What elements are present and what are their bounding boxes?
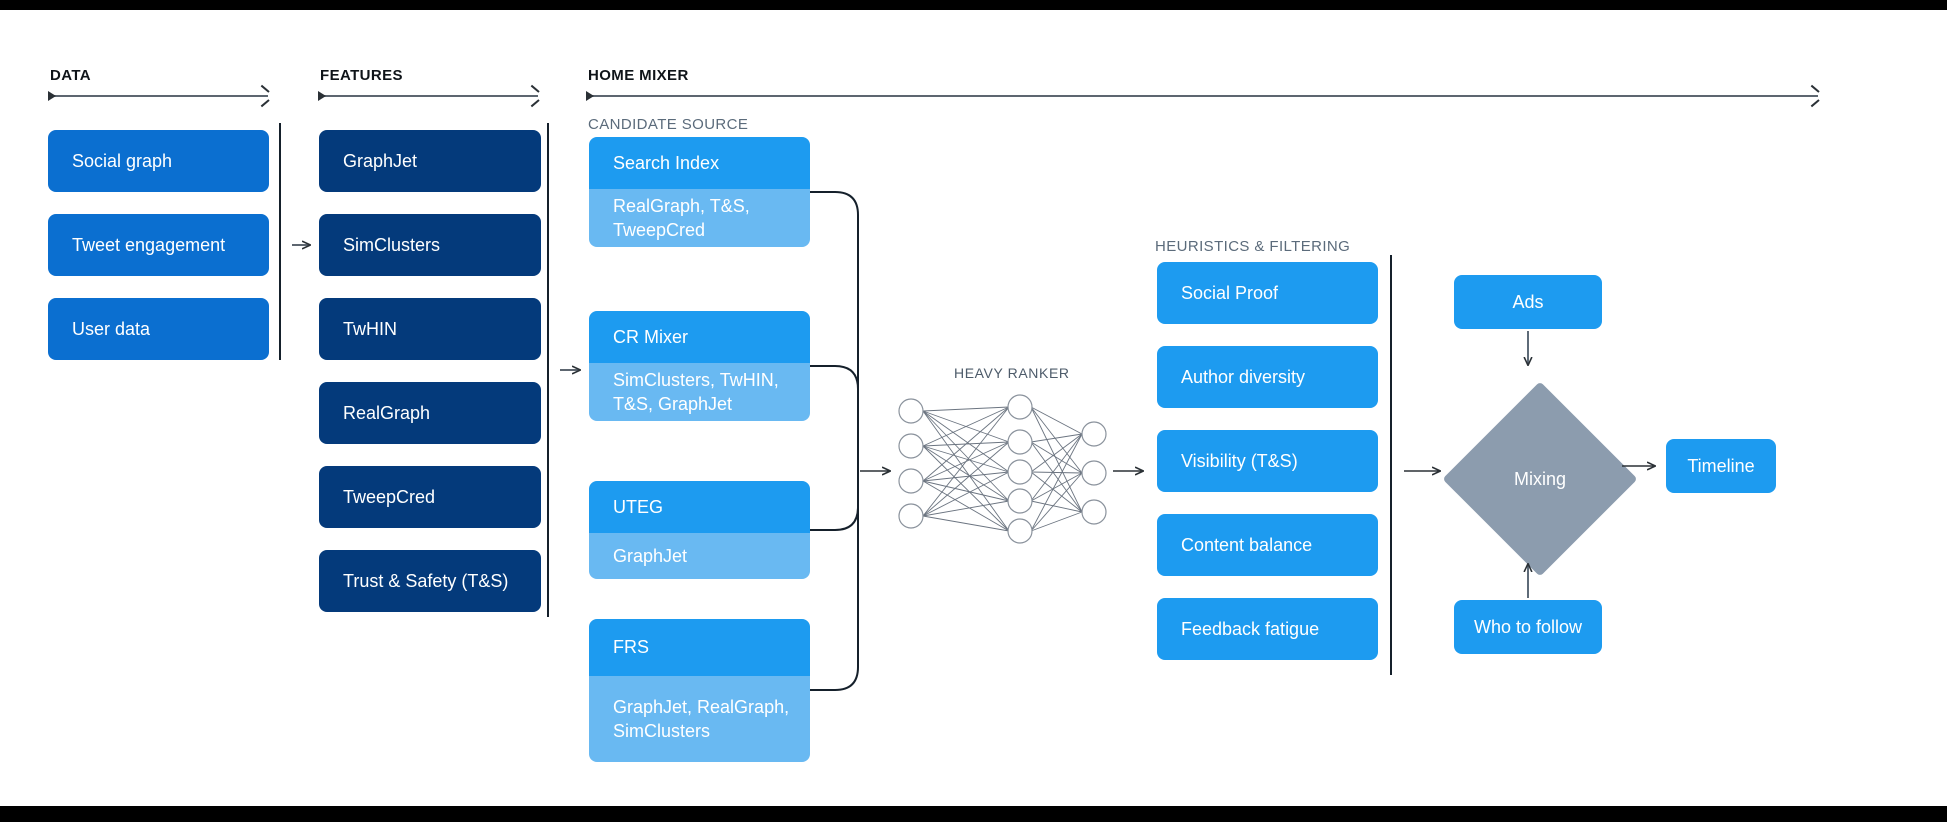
diagram-canvas: DATA FEATURES HOME MIXER CANDIDATE SOURC…: [0, 10, 1947, 806]
feature-box-twhin[interactable]: TwHIN: [319, 298, 541, 360]
output-box-who-to-follow[interactable]: Who to follow: [1454, 600, 1602, 654]
heuristic-box-content-balance[interactable]: Content balance: [1157, 514, 1378, 576]
candidate-source-features: RealGraph, T&S, TweepCred: [589, 189, 810, 247]
axis-arrow-data: [48, 89, 276, 103]
feature-box-realgraph[interactable]: RealGraph: [319, 382, 541, 444]
divider-data-features: [279, 123, 281, 360]
data-box-user-data[interactable]: User data: [48, 298, 269, 360]
candidate-source-name: CR Mixer: [589, 311, 810, 363]
candidate-source-features: GraphJet: [589, 533, 810, 579]
heuristic-box-feedback-fatigue[interactable]: Feedback fatigue: [1157, 598, 1378, 660]
divider-features-mixer: [547, 123, 549, 617]
heuristic-box-social-proof[interactable]: Social Proof: [1157, 262, 1378, 324]
candidate-source-features: SimClusters, TwHIN, T&S, GraphJet: [589, 363, 810, 421]
heuristic-box-author-diversity[interactable]: Author diversity: [1157, 346, 1378, 408]
subsection-header-candidate-source: CANDIDATE SOURCE: [588, 116, 749, 133]
heavy-ranker-label: HEAVY RANKER: [954, 365, 1070, 381]
candidate-source-name: FRS: [589, 619, 810, 676]
subsection-header-heuristics: HEURISTICS & FILTERING: [1155, 238, 1351, 255]
data-box-tweet-engagement[interactable]: Tweet engagement: [48, 214, 269, 276]
candidate-source-card-uteg[interactable]: UTEG GraphJet: [589, 481, 810, 579]
candidate-source-name: UTEG: [589, 481, 810, 533]
output-box-ads[interactable]: Ads: [1454, 275, 1602, 329]
heuristic-box-visibility[interactable]: Visibility (T&S): [1157, 430, 1378, 492]
axis-arrow-home-mixer: [586, 89, 1826, 103]
section-header-home-mixer: HOME MIXER: [588, 67, 689, 84]
feature-box-tweepcred[interactable]: TweepCred: [319, 466, 541, 528]
bracket-candidate-sources: [810, 191, 859, 691]
candidate-source-card-search-index[interactable]: Search Index RealGraph, T&S, TweepCred: [589, 137, 810, 247]
mixing-label: Mixing: [1513, 468, 1566, 489]
candidate-source-card-frs[interactable]: FRS GraphJet, RealGraph, SimClusters: [589, 619, 810, 762]
section-header-data: DATA: [50, 67, 92, 84]
axis-arrow-features: [318, 89, 546, 103]
connector-overlay: [292, 191, 1947, 691]
data-box-social-graph[interactable]: Social graph: [48, 130, 269, 192]
candidate-source-features: GraphJet, RealGraph, SimClusters: [589, 676, 810, 762]
feature-box-trust-and-safety[interactable]: Trust & Safety (T&S): [319, 550, 541, 612]
heavy-ranker-network: [898, 394, 1107, 544]
candidate-source-card-cr-mixer[interactable]: CR Mixer SimClusters, TwHIN, T&S, GraphJ…: [589, 311, 810, 421]
candidate-source-name: Search Index: [589, 137, 810, 189]
feature-box-graphjet[interactable]: GraphJet: [319, 130, 541, 192]
section-header-features: FEATURES: [320, 67, 403, 84]
feature-box-simclusters[interactable]: SimClusters: [319, 214, 541, 276]
output-box-timeline[interactable]: Timeline: [1666, 439, 1776, 493]
divider-heuristics-mixing: [1390, 255, 1392, 675]
